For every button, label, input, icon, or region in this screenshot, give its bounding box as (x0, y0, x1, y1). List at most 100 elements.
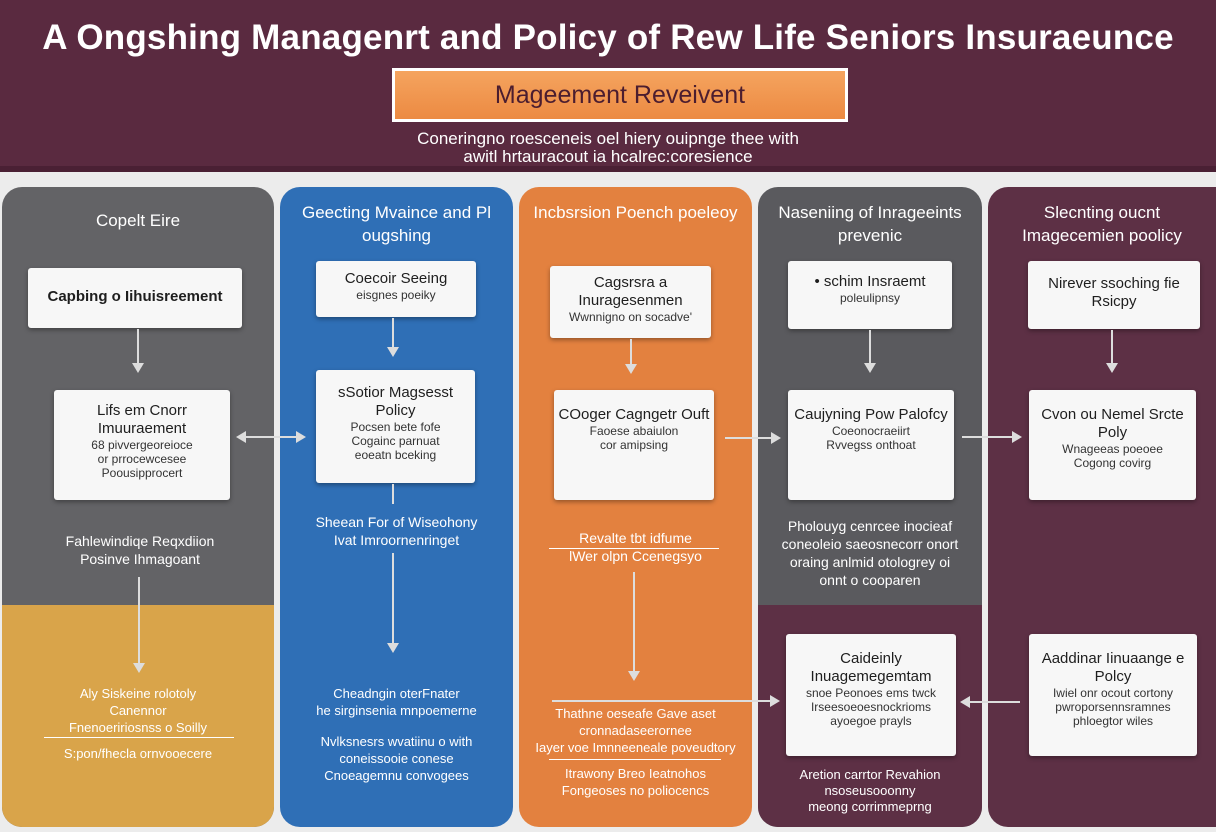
card-title: Nirever ssoching fie Rsicpy (1048, 275, 1180, 310)
column-4-title: Naseniing of Inrageeints prevenic (778, 203, 962, 245)
connector-line (392, 553, 394, 645)
column-4-note-1: Pholouyg cenrcee inocieaf coneoleio saeo… (764, 517, 976, 589)
column-1-note-1: Fahlewindiqe Reqxdiion Posinve Ihmagoant (12, 532, 268, 568)
note-line: Itrawony Breo Ieatnohos (565, 766, 706, 781)
note-line: Aly Siskeine rolotoly (79, 686, 197, 701)
column-1-note-3: S:pon/fhecla ornvooecere (63, 746, 213, 761)
card-subtext-2: Irseesoeoesnockrioms (810, 700, 932, 714)
column-5-title: Slecnting oucnt Imagecemien poolicy (1022, 203, 1182, 245)
card-subtext-3: eoeatn bceking (354, 448, 437, 462)
card-subtext-2: Cogainc parnuat (351, 434, 440, 448)
column-2-card-1: Coecoir Seeing eisgnes poeiky (316, 261, 476, 317)
card-subtext: poleulipnsy (839, 291, 901, 305)
column-1-card-1: Capbing o Iihuisreement (28, 268, 242, 328)
card-subtext-3: ayoegoe prayls (830, 714, 912, 728)
note-line: oraing anlmid otologrey oi (789, 554, 951, 570)
column-4-card-1: • schim Insraemt poleulipnsy (788, 261, 952, 329)
arrow-down-icon (628, 671, 640, 681)
note-line: onnt o cooparen (819, 572, 921, 588)
arrow-right-icon (1012, 431, 1022, 443)
tagline-line-1: Coneringno roesceneis oel hiery ouipnge … (417, 129, 799, 148)
card-title: • schim Insraemt (814, 273, 926, 290)
arrow-down-icon (387, 347, 399, 357)
connector-line (970, 701, 1020, 703)
column-4-card-3: Caideinly Inuagemegemtam snoe Peonoes em… (786, 634, 956, 756)
card-title: Cvon ou Nemel Srcte Poly (1041, 406, 1184, 441)
arrow-down-icon (387, 643, 399, 653)
column-1-card-2: Lifs em Cnorr Imuuraement 68 pivvergeore… (54, 390, 230, 500)
note-line: Posinve Ihmagoant (80, 551, 200, 567)
card-subtext-1: Faoese abaiulon (589, 424, 679, 438)
column-4-note-2: Aretion carrtor Revahion nsoseusooonny m… (764, 767, 976, 815)
column-1-title: Copelt Eire (95, 211, 181, 230)
card-title: Coecoir Seeing (344, 270, 448, 287)
column-1-note-2: Aly Siskeine rolotoly Canennor Fnenoerir… (18, 685, 258, 736)
note-line: Ivat Imroornenringet (333, 532, 460, 548)
card-subtext-3: phloegtor wiles (1072, 714, 1154, 728)
connector-line (138, 577, 140, 665)
divider (549, 759, 721, 760)
card-title: Capbing o Iihuisreement (47, 288, 223, 305)
note-line: Canennor (109, 703, 167, 718)
divider (549, 548, 719, 549)
note-line: Cheadngin oterFnater (333, 686, 460, 701)
column-5-card-1: Nirever ssoching fie Rsicpy (1028, 261, 1200, 329)
card-title: sSotior Magsesst Policy (337, 384, 454, 419)
note-line: he sirginsenia mnpoemerne (316, 703, 477, 718)
connector-line (246, 436, 296, 438)
column-2-note-3: Nvlksnesrs wvatiinu o with coneissooie c… (288, 733, 505, 784)
column-2-title: Geecting Mvaince and Pl ougshing (302, 203, 491, 245)
connector-line (392, 484, 394, 504)
note-line: Sheean For of Wiseohony (315, 514, 478, 530)
note-line: coneoleio saeosnecorr onort (781, 536, 959, 552)
column-3-card-2: COoger Cagngetr Ouft Faoese abaiulon cor… (554, 390, 714, 500)
card-subtext-2: Cogong covirg (1073, 456, 1152, 470)
note-line: Nvlksnesrs wvatiinu o with (320, 734, 473, 749)
connector-line (725, 437, 771, 439)
card-subtext: Wwnnigno on socadve' (568, 310, 693, 324)
card-title: COoger Cagngetr Ouft (558, 406, 710, 423)
card-subtext-1: snoe Peonoes ems twck (805, 686, 937, 700)
note-line: coneissooie conese (339, 751, 454, 766)
note-line: Aretion carrtor Revahion (799, 767, 941, 782)
column-3-card-1: Cagsrsra a Inuragesenmen Wwnnigno on soc… (550, 266, 711, 338)
arrow-down-icon (864, 363, 876, 373)
card-subtext-2: Rvvegss onthoat (826, 438, 916, 452)
column-5-card-2: Cvon ou Nemel Srcte Poly Wnageeas poeoee… (1029, 390, 1196, 500)
column-2-card-2: sSotior Magsesst Policy Pocsen bete fofe… (316, 370, 475, 483)
tagline-line-2: awitl hrtauracout ia hcalrec:coresience (463, 147, 753, 166)
column-2-note-2: Cheadngin oterFnater he sirginsenia mnpo… (288, 685, 505, 719)
column-2-note-1: Sheean For of Wiseohony Ivat Imroornenri… (288, 513, 505, 549)
card-subtext-2: cor amipsing (599, 438, 669, 452)
note-line: cronnadaseerornee (579, 723, 692, 738)
column-3-note-2: Thathne oeseafe Gave aset cronnadaseeror… (523, 705, 748, 756)
arrow-down-icon (132, 363, 144, 373)
note-line: Cnoeagemnu convogees (324, 768, 469, 783)
column-3-note-1: Revalte tbt idfume lWer olpn Ccenegsyo (525, 529, 746, 565)
note-line: Thathne oeseafe Gave aset (555, 706, 716, 721)
arrow-right-icon (771, 432, 781, 444)
header-bottom-band (0, 166, 1216, 172)
page-title: A Ongshing Managenrt and Policy of Rew L… (42, 18, 1174, 57)
note-line: meong corrimmeprng (808, 799, 932, 814)
column-2: Geecting Mvaince and Pl ougshing Coecoir… (280, 187, 513, 827)
card-title: Cagsrsra a Inuragesenmen (578, 274, 683, 309)
arrow-right-icon (770, 695, 780, 707)
note-line: nsoseusooonny (824, 783, 916, 798)
connector-line (1111, 330, 1113, 364)
card-subtext-1: 68 pivvergeoreioce (91, 438, 193, 452)
card-title: Caujyning Pow Palofcy (794, 406, 948, 423)
connector-line (392, 318, 394, 348)
card-title: Aaddinar Iinuaange e Polcy (1041, 650, 1185, 685)
connector-line (869, 330, 871, 364)
card-subtext-2: pwroporsennsramnes (1055, 700, 1171, 714)
note-line: Fahlewindiqe Reqxdiion (65, 533, 215, 549)
arrow-right-icon (296, 431, 306, 443)
card-subtext-1: Pocsen bete fofe (350, 420, 441, 434)
arrow-down-icon (625, 364, 637, 374)
connector-line (137, 329, 139, 365)
header-banner: A Ongshing Managenrt and Policy of Rew L… (0, 0, 1216, 172)
column-5: Slecnting oucnt Imagecemien poolicy Nire… (988, 187, 1216, 827)
card-subtext-3: Poousipprocert (101, 466, 183, 480)
connector-line (552, 700, 770, 702)
